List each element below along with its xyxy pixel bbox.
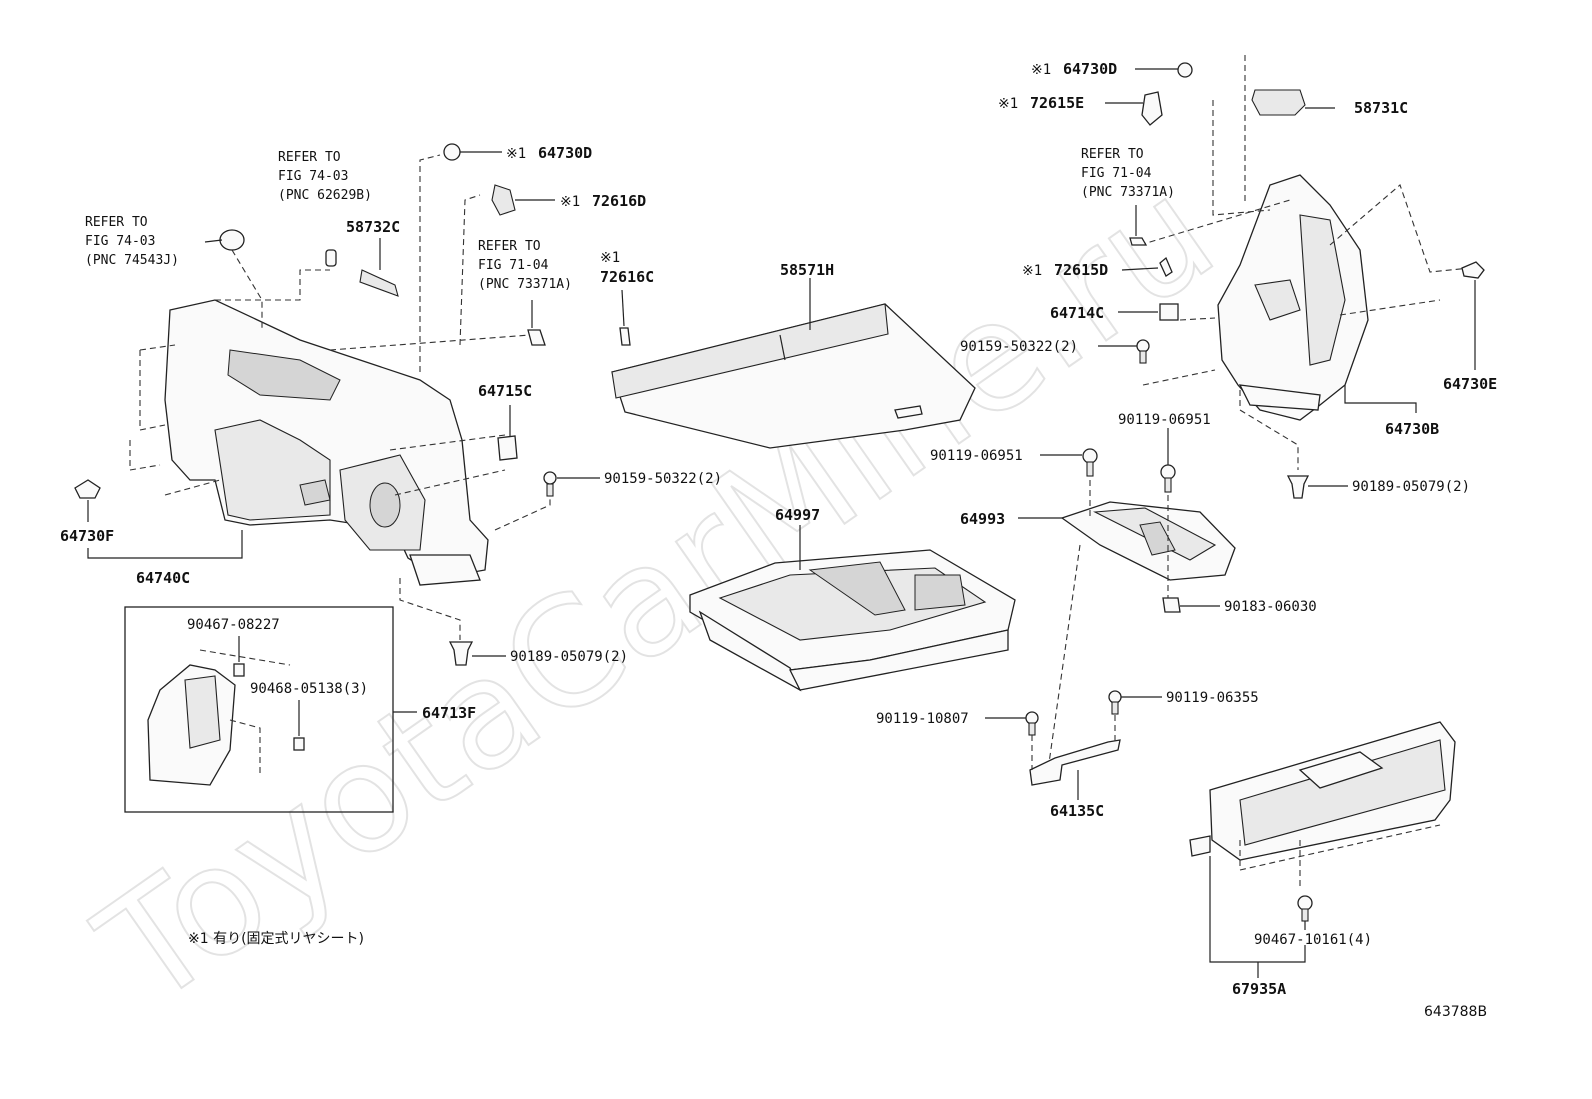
inset-box-64713f xyxy=(124,606,394,813)
part-number-72615d: 72615D xyxy=(1054,261,1108,279)
part-number-90159-right: 90159-50322(2) xyxy=(960,339,1078,355)
clip-64730d-right xyxy=(1177,62,1193,78)
part-number-64730d-left: 64730D xyxy=(538,144,592,162)
part-number-72616d: 72616D xyxy=(592,192,646,210)
part-number-90467-10161: 90467-10161(4) xyxy=(1254,932,1372,948)
part-number-90189-right: 90189-05079(2) xyxy=(1352,479,1470,495)
clip-64730f xyxy=(74,479,101,499)
part-number-90183-06030: 90183-06030 xyxy=(1224,599,1317,615)
mark-64730d-left: ※1 xyxy=(506,146,526,162)
deck-board-64997 xyxy=(689,549,1016,692)
part-number-64740c: 64740C xyxy=(136,569,190,587)
mark-72615e: ※1 xyxy=(998,96,1018,112)
ref-label-b: REFER TO FIG 74-03 (PNC 62629B) xyxy=(278,150,372,203)
tonneau-cover-58571h xyxy=(611,303,976,449)
part-number-64714c: 64714C xyxy=(1050,304,1104,322)
part-number-64715c: 64715C xyxy=(478,382,532,400)
part-number-64730f: 64730F xyxy=(60,527,114,545)
clip-90468-05138 xyxy=(293,737,305,751)
bolt-90119-06355 xyxy=(1108,690,1122,715)
mark-72616c: ※1 xyxy=(600,250,620,266)
quarter-trim-panel-right xyxy=(1217,174,1369,421)
part-number-72615e: 72615E xyxy=(1030,94,1084,112)
clip-64730d-left xyxy=(443,143,461,161)
clip-72615e xyxy=(1141,91,1163,126)
part-number-90119-10807: 90119-10807 xyxy=(876,711,969,727)
bracket-64715c xyxy=(497,435,518,461)
part-number-64993: 64993 xyxy=(960,510,1005,528)
nut-90183 xyxy=(1162,597,1181,613)
part-number-64730d-right: 64730D xyxy=(1063,60,1117,78)
clip-62629b xyxy=(325,249,337,267)
clip-90189-left xyxy=(448,641,474,666)
part-number-64730e: 64730E xyxy=(1443,375,1497,393)
clip-90467-08227 xyxy=(233,663,245,677)
part-number-58732c: 58732C xyxy=(346,218,400,236)
mark-72616d: ※1 xyxy=(560,194,580,210)
clip-90189-right xyxy=(1286,475,1310,499)
part-number-72616c: 72616C xyxy=(600,268,654,286)
part-number-90159-left: 90159-50322(2) xyxy=(604,471,722,487)
cap-58731c xyxy=(1251,89,1306,116)
part-number-64730b: 64730B xyxy=(1385,420,1439,438)
ref-label-a: REFER TO FIG 74-03 (PNC 74543J) xyxy=(85,215,179,268)
quarter-trim-panel-left xyxy=(164,299,489,586)
part-number-67935a: 67935A xyxy=(1232,980,1286,998)
ref-label-d: REFER TO FIG 71-04 (PNC 73371A) xyxy=(1081,147,1175,200)
clip-73371a-left xyxy=(527,329,546,346)
bolt-90119-10807 xyxy=(1025,711,1039,736)
part-number-58571h: 58571H xyxy=(780,261,834,279)
part-number-90119-06951-b: 90119-06951 xyxy=(1118,412,1211,428)
part-number-64713f: 64713F xyxy=(422,704,476,722)
bolt-90159-left xyxy=(543,471,557,497)
clip-73371a-right xyxy=(1129,237,1148,246)
bolt-90159-right xyxy=(1136,339,1150,364)
bracket-64135c xyxy=(1029,739,1121,786)
clip-64730e xyxy=(1461,261,1485,279)
scuff-plate-67935a xyxy=(1189,721,1456,861)
part-number-64997: 64997 xyxy=(775,506,820,524)
watermark: ToyotaCarMine.ru xyxy=(70,145,1244,1040)
part-number-90119-06355: 90119-06355 xyxy=(1166,690,1259,706)
hook-58732c xyxy=(359,269,399,297)
part-number-90468-05138: 90468-05138(3) xyxy=(250,681,368,697)
bolt-90119-06951-b xyxy=(1160,464,1176,493)
tray-64993 xyxy=(1060,501,1236,581)
clip-72616d xyxy=(491,184,516,216)
ref-label-c: REFER TO FIG 71-04 (PNC 73371A) xyxy=(478,239,572,292)
clip-72615d xyxy=(1159,256,1173,277)
mark-72615d: ※1 xyxy=(1022,263,1042,279)
part-number-90467-08227: 90467-08227 xyxy=(187,617,280,633)
part-number-90189-left: 90189-05079(2) xyxy=(510,649,628,665)
figure-code: 643788B xyxy=(1424,1004,1487,1020)
clip-90467-10161 xyxy=(1297,895,1313,922)
mark-64730d-right: ※1 xyxy=(1031,62,1051,78)
footnote: ※1 有り(固定式リヤシート) xyxy=(188,931,364,947)
clip-72616c xyxy=(619,327,631,346)
bolt-90119-06951-a xyxy=(1082,448,1098,477)
part-number-64135c: 64135C xyxy=(1050,802,1104,820)
grommet-74543j xyxy=(219,229,245,251)
part-number-90119-06951-a: 90119-06951 xyxy=(930,448,1023,464)
part-number-58731c: 58731C xyxy=(1354,99,1408,117)
pad-64714c xyxy=(1159,303,1179,321)
